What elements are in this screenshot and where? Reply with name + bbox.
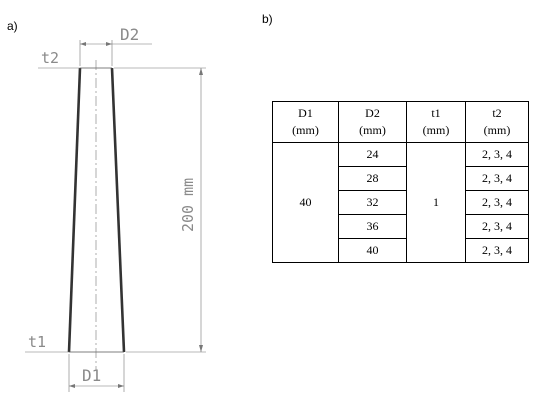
header-unit: (mm) — [292, 123, 319, 137]
panel-b-label: b) — [262, 12, 273, 26]
d2-cell: 40 — [338, 238, 407, 263]
t2-cell: 2, 3, 4 — [465, 166, 529, 191]
table-row: 40 2, 3, 4 — [273, 238, 529, 263]
height-arrow-top — [199, 68, 203, 75]
d2-cell: 28 — [338, 166, 407, 191]
t2-cell: 2, 3, 4 — [465, 190, 529, 215]
header-unit: (mm) — [422, 123, 450, 137]
right-wall — [110, 67, 126, 353]
header-name: D1 — [298, 106, 313, 120]
left-wall — [67, 67, 82, 353]
header-d1: D1 (mm) — [272, 101, 339, 143]
d2-arrow-left — [80, 42, 86, 46]
t2-cell: 2, 3, 4 — [465, 238, 529, 263]
d1-label: D1 — [82, 366, 101, 385]
header-t2: t2 (mm) — [465, 101, 529, 143]
t2-cell: 2, 3, 4 — [465, 142, 529, 167]
table-header-row: D1 (mm) D2 (mm) t1 (mm) t2 (mm) — [272, 101, 529, 143]
d2-cell: 32 — [338, 190, 407, 215]
d1-arrow-right — [118, 384, 124, 388]
header-unit: (mm) — [359, 123, 386, 137]
height-arrow-bottom — [199, 345, 203, 352]
t2-label: t2 — [41, 49, 59, 67]
table-row: 40 24 1 2, 3, 4 — [272, 142, 529, 263]
d2-arrow-right — [106, 42, 112, 46]
header-unit: (mm) — [483, 123, 511, 137]
specimen-parameters-table: D1 (mm) D2 (mm) t1 (mm) t2 (mm) 40 24 1 2, 3… — [272, 101, 529, 263]
t2-cell: 2, 3, 4 — [465, 214, 529, 239]
t1-label: t1 — [28, 333, 46, 351]
panel-a-label: a) — [7, 19, 18, 33]
table-row: 32 2, 3, 4 — [273, 190, 529, 215]
header-t1: t1 (mm) — [406, 101, 466, 143]
d1-value-cell: 40 — [272, 142, 339, 263]
table-row: 28 2, 3, 4 — [273, 166, 529, 191]
d1-arrow-left — [69, 384, 75, 388]
d2-cell: 24 — [338, 142, 407, 167]
height-label: 200 mm — [179, 178, 197, 232]
header-name: D2 — [365, 106, 380, 120]
d2-cell: 36 — [338, 214, 407, 239]
header-name: t1 — [431, 106, 441, 120]
t1-value-cell: 1 — [406, 142, 466, 263]
header-name: t2 — [492, 106, 502, 120]
d2-label: D2 — [120, 25, 139, 44]
header-d2: D2 (mm) — [338, 101, 407, 143]
